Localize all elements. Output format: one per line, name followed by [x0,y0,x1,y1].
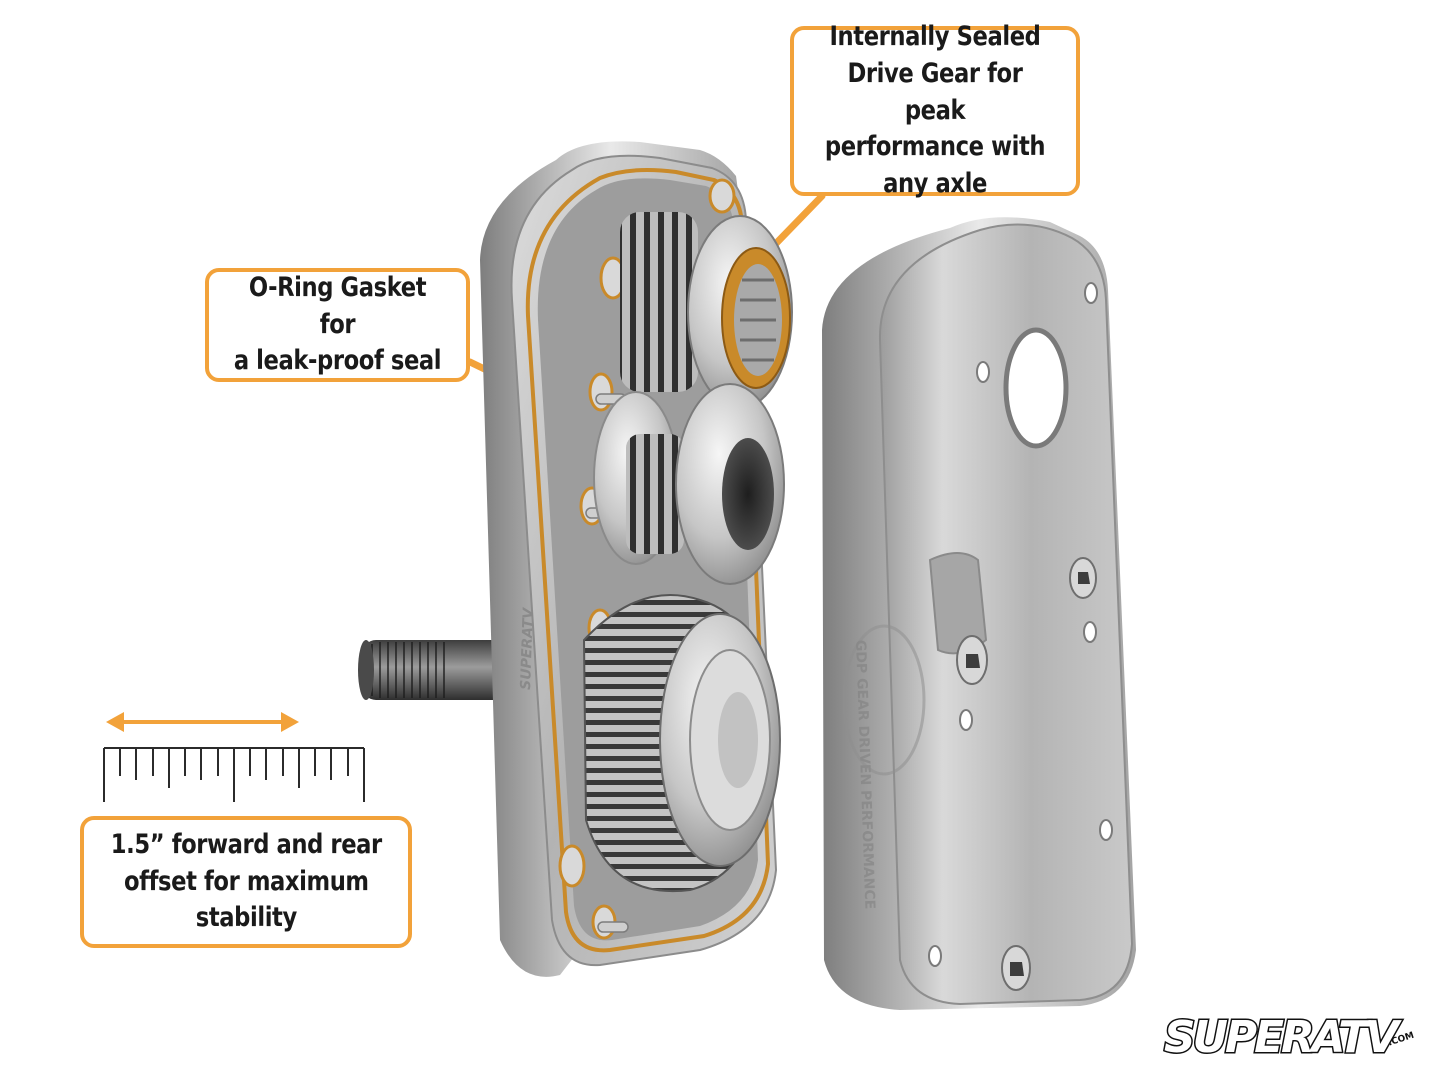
o-ring-callout-text: O-Ring Gasket for a leak-proof seal [233,271,442,377]
idler-gear [593,383,785,585]
drive-gear-callout: Internally Sealed Drive Gear for peak pe… [790,21,1080,199]
offset-double-arrow-icon [106,712,299,732]
ruler-scale-icon [103,747,365,802]
drive-gear-callout-text: Internally Sealed Drive Gear for peak pe… [824,21,1046,200]
gear-case-cover: GDP GEAR DRIVEN PERFORMANCE [822,217,1136,1010]
gear-housing: SUPERATV [358,141,793,977]
offset-callout-text: 1.5” forward and rear offset for maximum… [110,828,382,934]
superatv-logo: SUPERATV .COM [1163,1011,1416,1065]
offset-callout: 1.5” forward and rear offset for maximum… [80,816,412,948]
output-gear [582,594,781,893]
o-ring-callout: O-Ring Gasket for a leak-proof seal [205,268,470,382]
output-shaft [358,640,512,700]
housing-engraving: SUPERATV [518,607,537,691]
o-ring-gasket [525,168,771,953]
top-drive-gear [620,212,793,409]
superatv-logo-text: SUPERATV [1164,1012,1402,1063]
